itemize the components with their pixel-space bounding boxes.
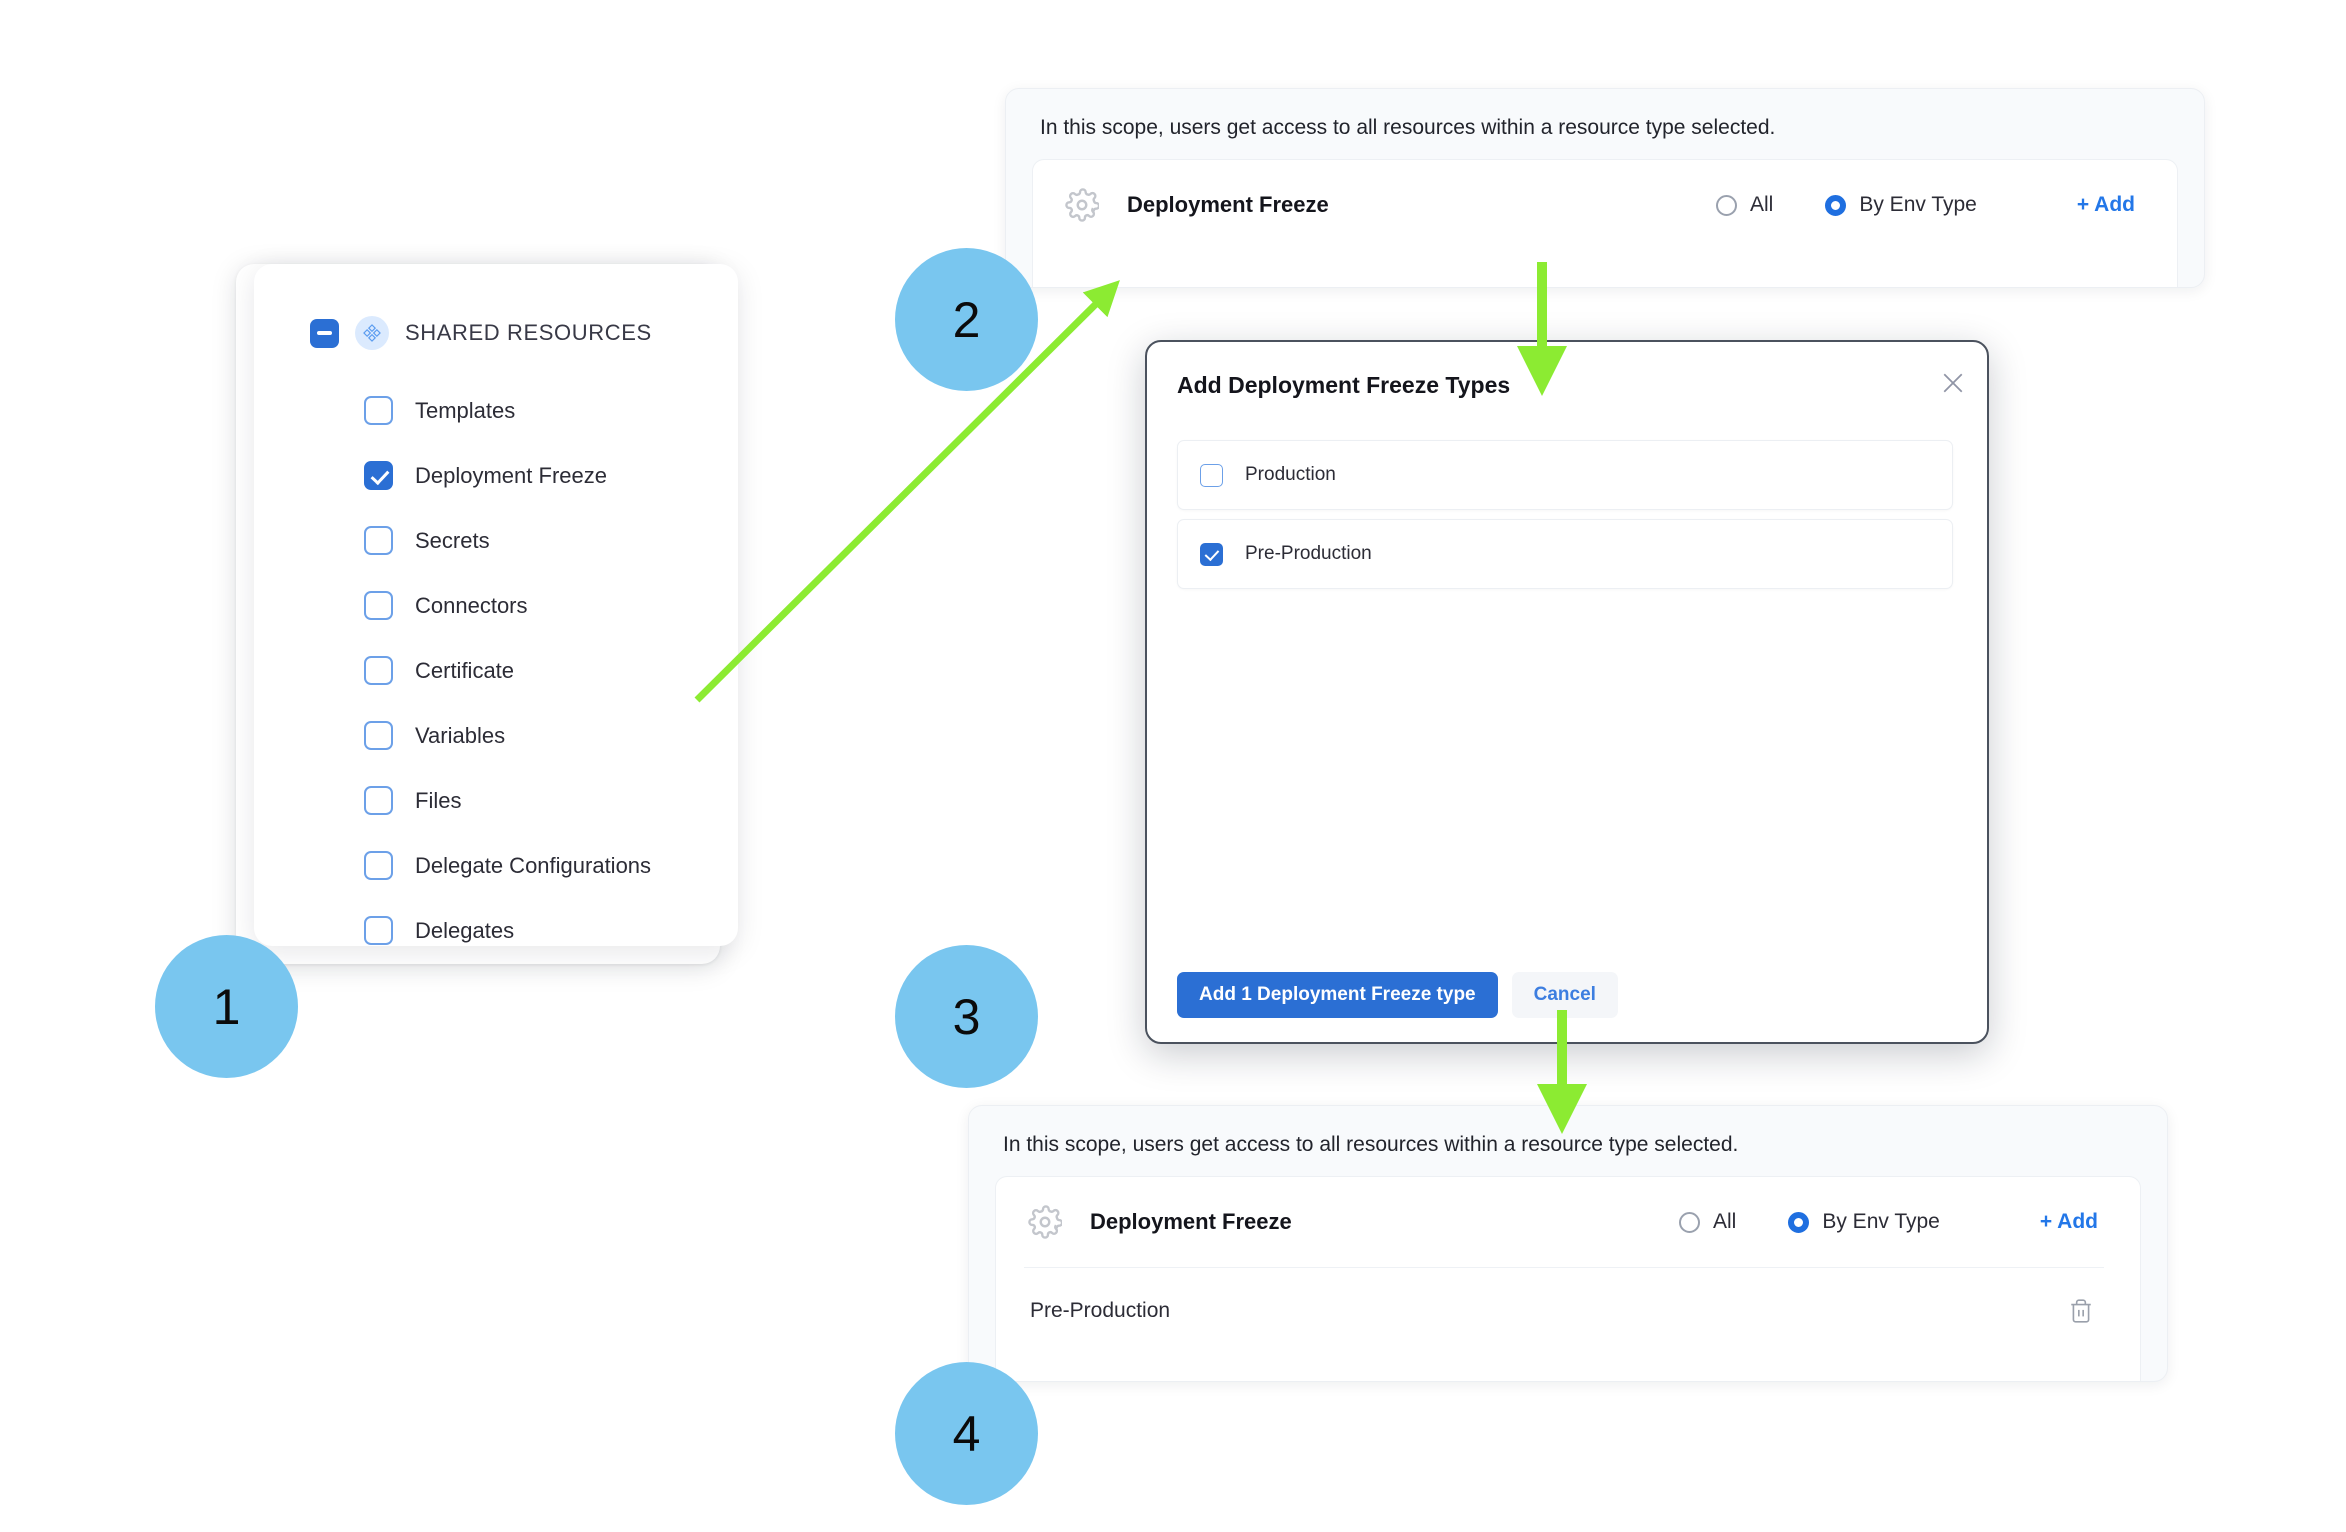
modal-row-pre-production[interactable]: Pre-Production [1177, 519, 1953, 589]
resource-item-delegate-configurations[interactable]: Delegate Configurations [310, 833, 738, 898]
resource-checkbox[interactable] [364, 656, 393, 685]
resource-checkbox[interactable] [364, 786, 393, 815]
resource-checkbox[interactable] [364, 591, 393, 620]
resource-item-deployment-freeze[interactable]: Deployment Freeze [310, 443, 738, 508]
radio-label: All [1713, 1210, 1737, 1233]
resource-item-secrets[interactable]: Secrets [310, 508, 738, 573]
diamond-grid-icon [355, 316, 389, 350]
scope-panel-bottom: In this scope, users get access to all r… [968, 1105, 2168, 1382]
resource-checkbox[interactable] [364, 526, 393, 555]
radio-all-icon[interactable] [1716, 194, 1737, 216]
step-badge-3: 3 [895, 945, 1038, 1088]
cancel-button[interactable]: Cancel [1511, 972, 1618, 1018]
resource-item-label: Variables [415, 722, 506, 748]
resource-item-label: Deployment Freeze [415, 462, 607, 488]
scope-resource-card-top: Deployment Freeze All By Env Type + Add [1032, 159, 2178, 287]
scope-resource-name-bottom: Deployment Freeze [1090, 1209, 1292, 1234]
scope-panel-top: In this scope, users get access to all r… [1005, 88, 2205, 288]
resource-checkbox[interactable] [364, 916, 393, 945]
add-deployment-freeze-type-button[interactable]: Add 1 Deployment Freeze type [1177, 972, 1498, 1018]
radio-label: By Env Type [1859, 193, 1977, 216]
add-link-bottom[interactable]: + Add [2039, 1210, 2098, 1233]
shared-resources-title: SHARED RESOURCES [405, 320, 652, 345]
radio-option-all-bottom[interactable]: All [1679, 1210, 1736, 1234]
resource-item-label: Connectors [415, 592, 528, 618]
resource-checkbox[interactable] [364, 396, 393, 425]
shared-resources-list: Templates Deployment Freeze Secrets Conn… [254, 378, 738, 946]
scope-controls-top: All By Env Type + Add [1664, 193, 2135, 217]
close-icon[interactable] [1938, 368, 1972, 402]
gear-icon [1024, 1201, 1066, 1243]
resource-item-files[interactable]: Files [310, 768, 738, 833]
scope-row-bottom: Deployment Freeze All By Env Type + Add [996, 1177, 2140, 1267]
resource-checkbox[interactable] [364, 461, 393, 490]
radio-all-icon[interactable] [1679, 1211, 1700, 1233]
select-all-checkbox[interactable] [310, 318, 339, 348]
resource-item-variables[interactable]: Variables [310, 703, 738, 768]
radio-by-env-type-icon[interactable] [1825, 194, 1847, 216]
scope-note-top: In this scope, users get access to all r… [1040, 116, 1776, 139]
resource-item-label: Delegate Configurations [415, 852, 652, 878]
resource-checkbox[interactable] [364, 851, 393, 880]
modal-footer: Add 1 Deployment Freeze type Cancel [1177, 972, 1618, 1018]
modal-row-label: Pre-Production [1245, 543, 1372, 564]
step-badge-1: 1 [155, 935, 298, 1078]
resource-item-label: Secrets [415, 527, 490, 553]
resource-checkbox[interactable] [364, 721, 393, 750]
radio-label: By Env Type [1822, 1210, 1940, 1233]
indeterminate-dash-icon [317, 331, 332, 335]
selected-env-type-label: Pre-Production [1030, 1299, 1171, 1322]
scope-controls-bottom: All By Env Type + Add [1627, 1210, 2098, 1234]
shared-resources-header[interactable]: SHARED RESOURCES [254, 264, 738, 350]
resource-item-templates[interactable]: Templates [310, 378, 738, 443]
trash-icon[interactable] [2064, 1294, 2098, 1328]
radio-by-env-type-icon[interactable] [1788, 1211, 1810, 1233]
shared-resources-card: SHARED RESOURCES Templates Deployment Fr… [236, 264, 738, 964]
resource-item-label: Files [415, 787, 462, 813]
resource-item-connectors[interactable]: Connectors [310, 573, 738, 638]
resource-item-label: Certificate [415, 657, 515, 683]
modal-title: Add Deployment Freeze Types [1177, 372, 1511, 398]
radio-option-all-top[interactable]: All [1716, 193, 1773, 217]
modal-row-production[interactable]: Production [1177, 440, 1953, 510]
resource-item-certificate[interactable]: Certificate [310, 638, 738, 703]
add-link-top[interactable]: + Add [2076, 193, 2135, 216]
step-badge-2: 2 [895, 248, 1038, 391]
resource-item-label: Templates [415, 397, 516, 423]
modal-checkbox[interactable] [1200, 463, 1223, 487]
step-badge-4: 4 [895, 1362, 1038, 1505]
modal-checkbox[interactable] [1200, 542, 1223, 566]
resource-item-label: Delegates [415, 917, 515, 943]
gear-icon [1061, 184, 1103, 226]
radio-option-by-env-type-bottom[interactable]: By Env Type [1788, 1210, 1940, 1234]
radio-label: All [1750, 193, 1774, 216]
scope-resource-name-top: Deployment Freeze [1127, 192, 1329, 217]
radio-option-by-env-type-top[interactable]: By Env Type [1825, 193, 1977, 217]
scope-row-top: Deployment Freeze All By Env Type + Add [1033, 160, 2177, 250]
modal-type-list: Production Pre-Production [1177, 440, 1953, 598]
scope-resource-card-bottom: Deployment Freeze All By Env Type + Add … [995, 1176, 2141, 1381]
selected-env-type-row: Pre-Production [1024, 1267, 2104, 1354]
shared-resources-card-surface: SHARED RESOURCES Templates Deployment Fr… [254, 264, 738, 946]
scope-note-bottom: In this scope, users get access to all r… [1003, 1133, 1739, 1156]
resource-item-delegates[interactable]: Delegates [310, 898, 738, 946]
modal-row-label: Production [1245, 464, 1336, 485]
